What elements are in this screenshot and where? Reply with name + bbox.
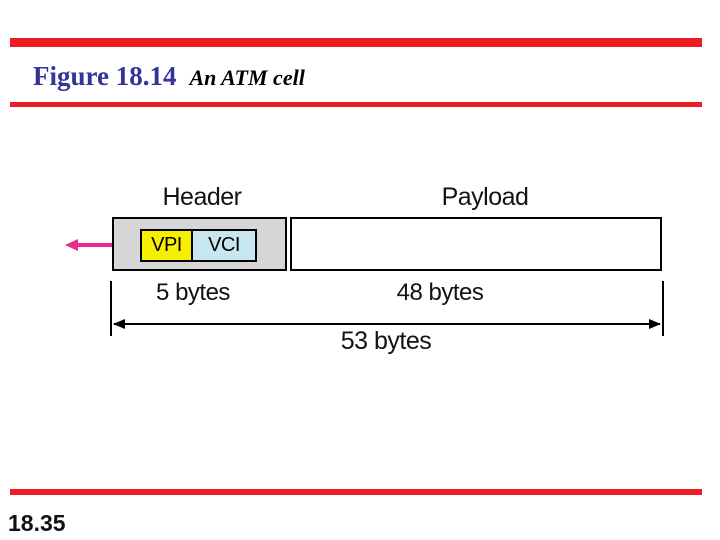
payload-size-label: 48 bytes bbox=[396, 279, 484, 306]
dimension-arrowhead-left-icon bbox=[113, 319, 125, 329]
direction-arrow-shaft bbox=[77, 243, 112, 247]
left-arrowhead-icon bbox=[65, 239, 78, 251]
vci-field: VCI bbox=[191, 229, 257, 262]
figure-caption: An ATM cell bbox=[189, 65, 305, 90]
slide-title: Figure 18.14 An ATM cell bbox=[33, 61, 305, 92]
total-size-label: 53 bytes bbox=[340, 327, 432, 355]
payload-label: Payload bbox=[441, 183, 529, 211]
dimension-line bbox=[114, 323, 660, 325]
slide-number: 18.35 bbox=[8, 510, 66, 536]
figure-number: Figure 18.14 bbox=[33, 61, 177, 91]
dimension-tick-left bbox=[110, 281, 112, 336]
top-accent-bar bbox=[10, 38, 702, 47]
vci-field-label: VCI bbox=[208, 234, 240, 256]
header-label: Header bbox=[162, 183, 243, 211]
payload-box bbox=[290, 217, 662, 271]
dimension-arrowhead-right-icon bbox=[649, 319, 661, 329]
title-underline-bar bbox=[10, 102, 702, 107]
dimension-tick-right bbox=[662, 281, 664, 336]
vpi-field: VPI bbox=[140, 229, 193, 262]
header-size-label: 5 bytes bbox=[156, 279, 230, 306]
bottom-accent-bar bbox=[10, 489, 702, 495]
vpi-field-label: VPI bbox=[151, 234, 182, 256]
